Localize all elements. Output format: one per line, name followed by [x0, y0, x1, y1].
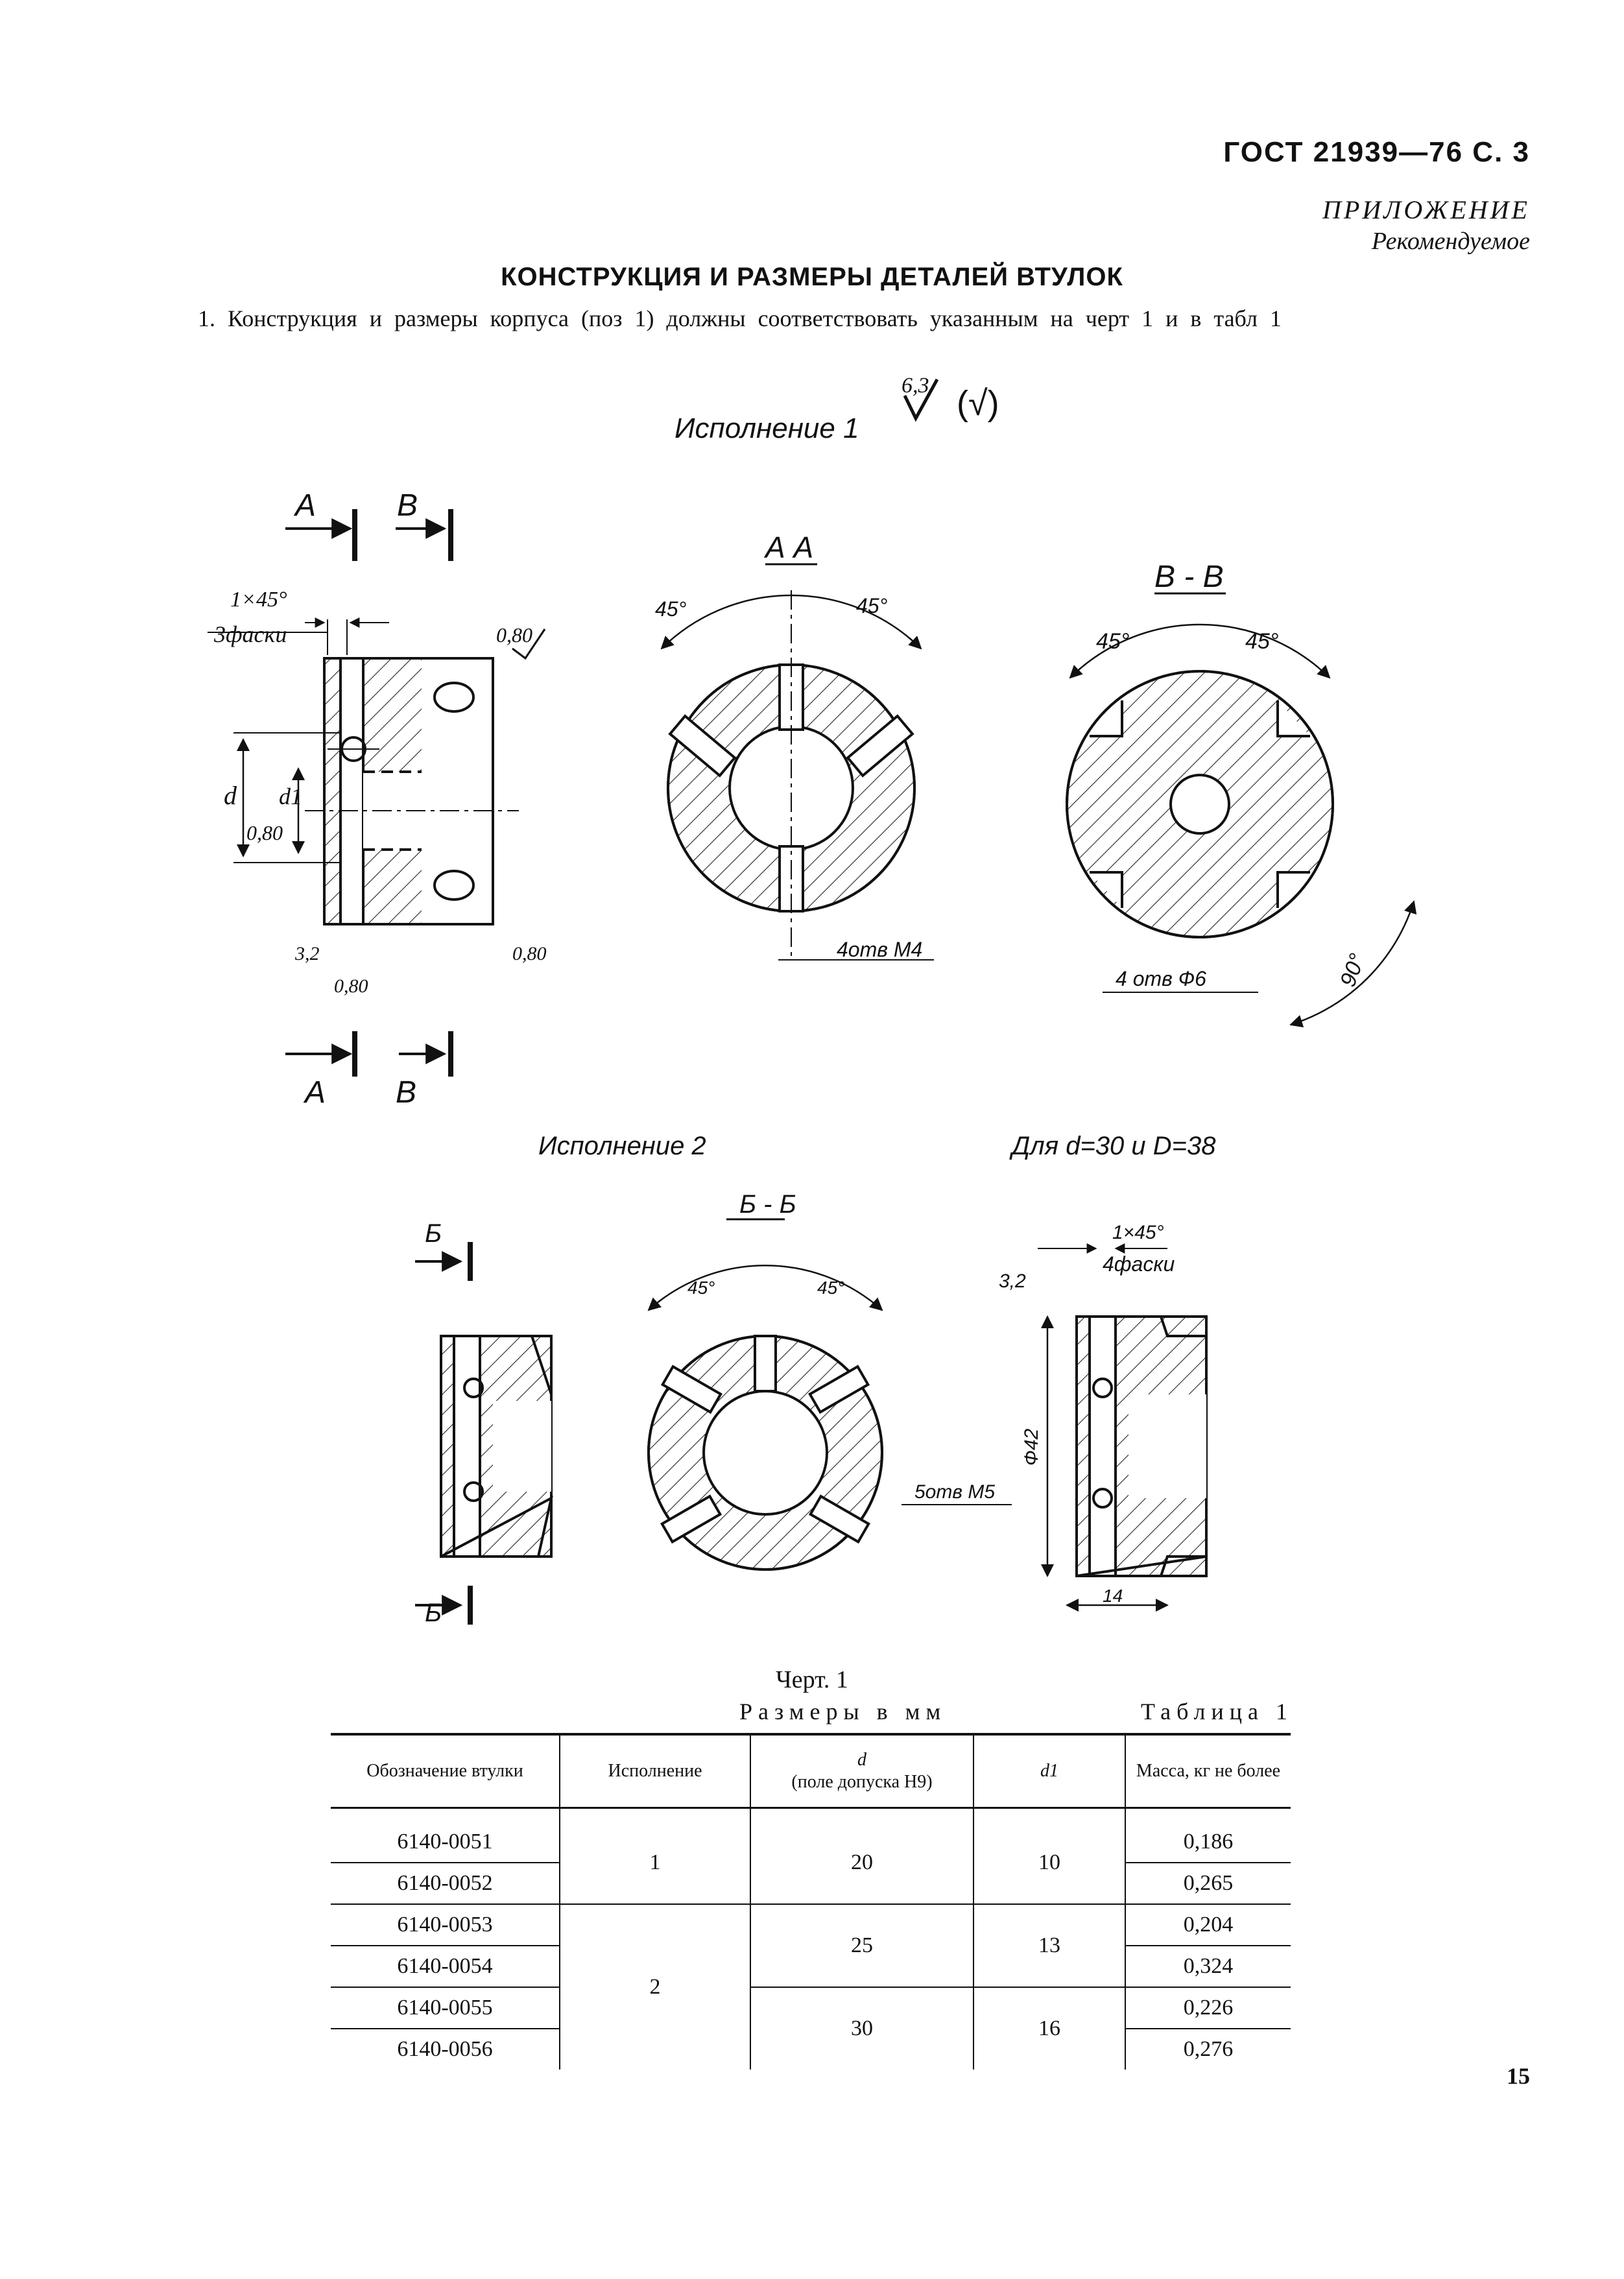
cell-d: 30: [750, 1987, 974, 2070]
cell-mass: 0,265: [1125, 1863, 1291, 1905]
table-row: 6140-0056 0,276: [331, 2028, 1291, 2070]
cell-d: 25: [750, 1904, 974, 1988]
roughness-080-left: 0,80: [246, 821, 283, 844]
dim-phi42: Ф42: [1021, 1428, 1042, 1466]
chamfer-note-2: 4фаски: [1103, 1252, 1175, 1276]
page-number: 15: [1507, 2063, 1530, 2089]
cell-mass: 0,226: [1125, 1987, 1291, 2029]
table-header-row: Обозначение втулки Исполнение d (поле до…: [331, 1734, 1291, 1809]
angle-90: 90°: [1335, 950, 1370, 990]
col-d-symbol: d: [857, 1750, 866, 1771]
dim-14: 14: [1103, 1586, 1123, 1606]
cell-d: 20: [750, 1808, 974, 1905]
cell-d1: 13: [973, 1904, 1126, 1988]
arrow-a-bottom: А: [303, 1075, 326, 1110]
spec-table: Обозначение втулки Исполнение d (поле до…: [331, 1733, 1291, 2070]
cell-d1: 10: [973, 1808, 1126, 1905]
col-d-tolerance: (поле допуска H9): [791, 1772, 933, 1792]
cell-variant: 1: [560, 1808, 751, 1905]
cell-designation: 6140-0056: [331, 2028, 560, 2070]
variant-note: Для d=30 и D=38: [1009, 1132, 1216, 1160]
roughness-080-bottom: 0,80: [334, 975, 368, 997]
cell-designation: 6140-0054: [331, 1946, 560, 1988]
dim-d-label: d: [224, 781, 237, 810]
angle-45-be-right: 45°: [817, 1278, 844, 1298]
document-code: ГОСТ 21939—76 С. 3: [1223, 136, 1530, 168]
col-mass: Масса, кг не более: [1125, 1734, 1291, 1809]
cell-designation: 6140-0055: [331, 1987, 560, 2029]
section-title: КОНСТРУКЦИЯ И РАЗМЕРЫ ДЕТАЛЕЙ ВТУЛОК: [501, 263, 1123, 291]
paragraph-text: 1. Конструкция и размеры корпуса (поз 1)…: [198, 305, 1282, 331]
cell-variant: 2: [560, 1904, 751, 2070]
cell-mass: 0,276: [1125, 2028, 1291, 2070]
roughness-value: 6,3: [902, 374, 929, 398]
table-row: 6140-0053 2 25 13 0,204: [331, 1904, 1291, 2070]
angle-45-aa-left: 45°: [655, 597, 687, 621]
chamfer-size: 1×45°: [230, 588, 287, 612]
table-row: 6140-0054 0,324: [331, 1946, 1291, 1988]
arrow-b-bottom: В: [396, 1075, 416, 1110]
cell-mass: 0,186: [1125, 1808, 1291, 1863]
variant2-label: Исполнение 2: [538, 1132, 706, 1160]
arrow-a-top: А: [293, 488, 316, 523]
figure-caption: Черт. 1: [776, 1666, 848, 1693]
col-variant: Исполнение: [560, 1734, 751, 1809]
holes-phi6: 4 отв Ф6: [1116, 967, 1206, 990]
roughness-paren: (√): [957, 384, 999, 423]
units-label: Размеры в мм: [739, 1699, 947, 1724]
table-row: 6140-0052 0,265: [331, 1863, 1291, 1905]
angle-45-bb-right: 45°: [1245, 629, 1278, 654]
holes-m4: 4отв М4: [837, 938, 922, 961]
section-be-label: Б - Б: [739, 1190, 796, 1219]
arrow-be-top: Б: [425, 1219, 442, 1248]
roughness-080-top: 0,80: [496, 623, 532, 647]
appendix-label: ПРИЛОЖЕНИЕ: [1322, 195, 1530, 224]
section-bb-label: В - В: [1154, 560, 1224, 594]
technical-drawing: 6,3 (√) d d: [208, 374, 1417, 1627]
chamfer-size-2: 1×45°: [1112, 1222, 1164, 1243]
cell-designation: 6140-0053: [331, 1904, 560, 1946]
roughness-32-v2: 3,2: [999, 1271, 1026, 1292]
angle-45-bb-left: 45°: [1096, 629, 1129, 654]
holes-m5: 5отв М5: [914, 1481, 995, 1503]
cell-designation: 6140-0052: [331, 1863, 560, 1905]
col-designation: Обозначение втулки: [331, 1734, 560, 1809]
cell-d1: 16: [973, 1987, 1126, 2070]
roughness-080-right: 0,80: [512, 943, 547, 964]
roughness-32: 3,2: [294, 943, 320, 964]
chamfer-note: 3фаски: [213, 621, 287, 647]
cell-mass: 0,324: [1125, 1946, 1291, 1988]
appendix-status: Рекомендуемое: [1371, 228, 1530, 255]
angle-45-be-left: 45°: [687, 1278, 715, 1298]
arrow-be-bottom: Б: [425, 1599, 442, 1627]
variant1-label: Исполнение 1: [675, 412, 859, 444]
section-aa-label: А А: [763, 531, 813, 564]
angle-45-aa-right: 45°: [856, 594, 888, 617]
table-label: Таблица 1: [1141, 1699, 1293, 1724]
table-row: 6140-0051 1 20 10 0,186: [331, 1808, 1291, 1905]
cell-designation: 6140-0051: [331, 1808, 560, 1863]
cell-mass: 0,204: [1125, 1904, 1291, 1946]
col-d: d (поле допуска H9): [750, 1734, 974, 1809]
table-row: 6140-0055 30 16 0,226: [331, 1987, 1291, 2070]
col-d1: d1: [973, 1734, 1126, 1809]
arrow-b-top: В: [397, 488, 418, 523]
dim-d1-label: d1: [279, 783, 302, 809]
